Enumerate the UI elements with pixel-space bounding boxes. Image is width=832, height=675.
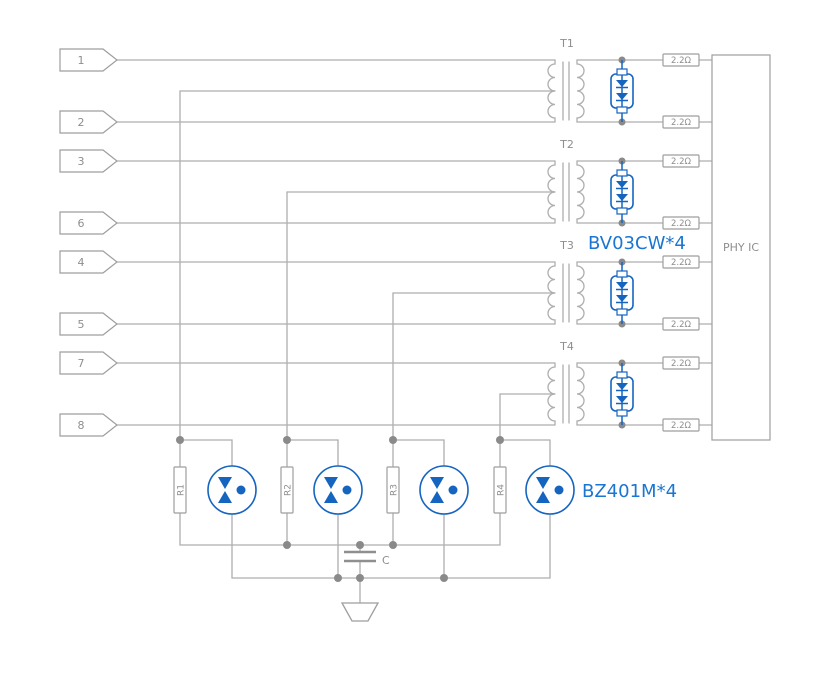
series-resistor-value: 2.2Ω — [671, 421, 692, 431]
resistor-label-r2: R2 — [284, 484, 294, 496]
pin-label: 8 — [78, 419, 85, 432]
secondary-wires — [576, 59, 713, 426]
pin-tag-8 — [59, 413, 118, 437]
pin-tag-6 — [59, 211, 118, 235]
series-resistors: 2.2Ω 2.2Ω 2.2Ω 2.2Ω 2.2Ω 2.2Ω 2.2Ω 2.2Ω — [662, 53, 700, 432]
left-pin-wires — [116, 59, 556, 426]
protection-device-2 — [313, 465, 363, 515]
series-resistor-value: 2.2Ω — [671, 118, 692, 128]
series-resistor-value: 2.2Ω — [671, 320, 692, 330]
series-resistor-value: 2.2Ω — [671, 258, 692, 268]
pin-tag-3 — [59, 149, 118, 173]
series-resistor-value: 2.2Ω — [671, 219, 692, 229]
pin-label: 5 — [78, 318, 85, 331]
protection-part-label: BZ401M*4 — [582, 481, 677, 502]
transformer-label-t3: T3 — [559, 239, 574, 252]
tvs-array-part-label: BV03CW*4 — [588, 233, 686, 254]
resistor-label-r3: R3 — [390, 484, 400, 496]
capacitor — [344, 550, 376, 563]
pin-label: 3 — [78, 155, 85, 168]
bottom-network-wires — [179, 439, 551, 604]
series-resistor-value: 2.2Ω — [671, 157, 692, 167]
ground-symbol — [340, 602, 380, 622]
pin-label: 7 — [78, 357, 85, 370]
protection-device-4 — [525, 465, 575, 515]
transformer-label-t2: T2 — [559, 138, 574, 151]
center-tap-wires — [179, 90, 556, 441]
pin-tag-4 — [59, 250, 118, 274]
series-resistor-value: 2.2Ω — [671, 359, 692, 369]
pin-label: 1 — [78, 54, 85, 67]
series-resistor-value: 2.2Ω — [671, 56, 692, 66]
pin-tag-1 — [59, 48, 118, 72]
resistor-label-r4: R4 — [497, 484, 507, 496]
transformer-label-t4: T4 — [559, 340, 574, 353]
pin-label: 2 — [78, 116, 85, 129]
phy-ic-label: PHY IC — [723, 241, 759, 254]
protection-device-1 — [207, 465, 257, 515]
resistor-label-r1: R1 — [177, 484, 187, 496]
transformer-label-t1: T1 — [559, 37, 574, 50]
pin-tag-5 — [59, 312, 118, 336]
capacitor-label: C — [382, 554, 390, 567]
pin-label: 4 — [78, 256, 85, 269]
protection-device-3 — [419, 465, 469, 515]
pin-tag-7 — [59, 351, 118, 375]
pin-tags: 1 2 3 6 4 5 7 8 — [59, 48, 118, 437]
pin-label: 6 — [78, 217, 85, 230]
pin-tag-2 — [59, 110, 118, 134]
phy-ic-block — [711, 54, 771, 441]
